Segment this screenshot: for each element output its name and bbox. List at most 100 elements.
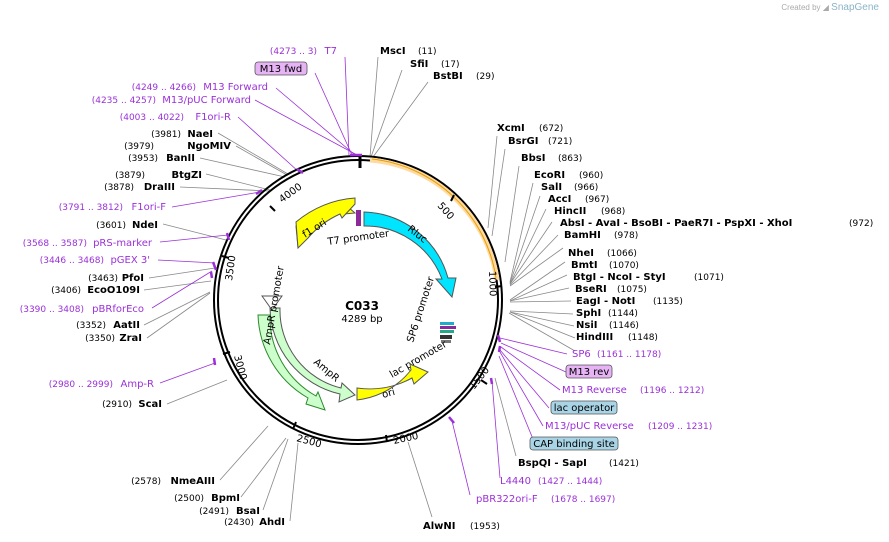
ori-feature — [356, 363, 429, 401]
enzyme-label: BsaI — [236, 506, 260, 517]
enzyme-label: NaeI — [187, 129, 213, 140]
enzyme-label: AccI — [548, 194, 571, 205]
enzyme-label: NgoMIV — [187, 141, 231, 152]
feature-pos: (1161 .. 1178) — [597, 350, 661, 360]
feature-pos: (3446 .. 3468) — [40, 256, 104, 266]
enzyme-pos: (968) — [601, 207, 625, 217]
enzyme-pos: (17) — [441, 60, 459, 70]
enzyme-pos: (3979) — [124, 142, 154, 152]
snapgene-credit: Created by ◢ SnapGene — [781, 2, 879, 13]
enzyme-label: EcoRI — [534, 170, 565, 181]
feature-label: M13/pUC Forward — [162, 95, 251, 106]
tick-1500: 1500 — [468, 365, 492, 392]
enzyme-label: SfiI — [410, 59, 428, 70]
enzyme-pos: (1148) — [628, 333, 658, 343]
feature-pos: (4249 .. 4266) — [132, 83, 196, 93]
enzyme-label: BamHI — [564, 230, 601, 241]
enzyme-label: DraIII — [144, 182, 175, 193]
tick-marks — [221, 194, 503, 443]
enzyme-pos: (960) — [579, 171, 603, 181]
orange-feature-arc-edge — [371, 158, 497, 279]
enzyme-pos: (3601) — [96, 221, 126, 231]
enzyme-label: BanII — [166, 153, 195, 164]
enzyme-pos: (2491) — [199, 507, 229, 517]
enzyme-label: PfoI — [122, 273, 144, 284]
feature-pos: (1196 .. 1212) — [640, 386, 704, 396]
enzyme-pos: (3463) — [88, 274, 118, 284]
m13-fwd-label: M13 fwd — [260, 64, 302, 75]
enzyme-label: NsiI — [576, 320, 597, 331]
enzyme-pos: (3406) — [51, 286, 81, 296]
enzyme-pos: (967) — [585, 195, 609, 205]
enzyme-pos: (1070) — [609, 261, 639, 271]
feature-label: pRS-marker — [93, 238, 153, 249]
enzyme-pos: (721) — [548, 137, 572, 147]
feature-label: T7 — [324, 46, 337, 57]
enzyme-label: EagI - NotI — [576, 296, 635, 307]
sp6-lac-marks — [440, 322, 456, 343]
m13-fwd-box: M13 fwd — [254, 61, 308, 76]
enzyme-pos: (1144) — [608, 309, 638, 319]
lac-operator-box: lac operator — [550, 400, 618, 415]
enzyme-pos: (1135) — [653, 297, 683, 307]
feature-label: F1ori-F — [132, 202, 167, 213]
feature-label: M13 Forward — [203, 82, 268, 93]
feature-label: pBRforEco — [92, 304, 144, 315]
m13-rev-box: M13 rev — [565, 364, 613, 379]
t7-promoter-label: T7 promoter — [326, 228, 391, 248]
enzyme-label: NheI — [568, 248, 594, 259]
tick-1000: 1000 — [486, 271, 498, 297]
feature-pos: (4273 .. 3) — [270, 47, 317, 57]
feature-pos: (1427 .. 1444) — [538, 477, 602, 487]
enzyme-pos: (2910) — [102, 400, 132, 410]
enzyme-label: BtgZI — [171, 170, 202, 181]
enzyme-pos: (2500) — [174, 494, 204, 504]
tick-3500: 3500 — [224, 255, 238, 282]
feature-label: L4440 — [500, 476, 531, 487]
tick-2500: 2500 — [295, 433, 322, 450]
credit-brand: SnapGene — [831, 2, 879, 13]
enzyme-label: ZraI — [119, 333, 142, 344]
enzyme-pos: (1953) — [470, 522, 500, 532]
tick-4000: 4000 — [277, 182, 304, 206]
enzyme-pos: (3878) — [104, 183, 134, 193]
enzyme-label: BmtI — [571, 260, 598, 271]
enzyme-pos: (1071) — [694, 273, 724, 283]
enzyme-pos: (2578) — [131, 477, 161, 487]
enzyme-pos: (1146) — [609, 321, 639, 331]
feature-pos: (4235 .. 4257) — [92, 96, 156, 106]
enzyme-pos: (2430) — [224, 518, 254, 528]
ampr-promoter-arrow — [261, 295, 283, 311]
enzyme-pos: (863) — [558, 154, 582, 164]
cap-binding-site-box: CAP binding site — [529, 436, 619, 451]
enzyme-pos: (3350) — [85, 334, 115, 344]
enzyme-label: BseRI — [575, 284, 607, 295]
enzyme-label: BspQI - SapI — [518, 458, 587, 469]
enzyme-label: XcmI — [497, 123, 525, 134]
feature-label: F1ori-R — [195, 112, 231, 123]
feature-pos: (2980 .. 2999) — [49, 380, 113, 390]
enzyme-pos: (978) — [614, 231, 638, 241]
feature-pos: (3390 .. 3408) — [20, 305, 84, 315]
backbone-inner — [217, 159, 499, 441]
rluc-feature — [363, 211, 457, 299]
enzyme-pos: (3879) — [115, 171, 145, 181]
tick-500: 500 — [435, 201, 456, 223]
enzyme-label: NmeAIII — [171, 476, 215, 487]
enzyme-pos: (1075) — [617, 285, 647, 295]
enzyme-label: AlwNI — [423, 521, 456, 532]
feature-pos: (1209 .. 1231) — [648, 422, 712, 432]
enzyme-pos: (3981) — [151, 130, 181, 140]
tick-3000: 3000 — [231, 354, 248, 381]
enzyme-pos: (3352) — [76, 321, 106, 331]
feature-marks — [209, 153, 502, 424]
feature-pos: (3568 .. 3587) — [23, 239, 87, 249]
enzyme-pos: (672) — [539, 124, 563, 134]
m13-rev-label: M13 rev — [569, 367, 610, 378]
enzyme-pos: (966) — [574, 183, 598, 193]
tick-2000: 2000 — [392, 431, 419, 447]
enzyme-label: BbsI — [521, 153, 545, 164]
feature-pos: (3791 .. 3812) — [59, 203, 123, 213]
enzyme-label: BpmI — [211, 493, 240, 504]
feature-label: M13 Reverse — [562, 385, 627, 396]
